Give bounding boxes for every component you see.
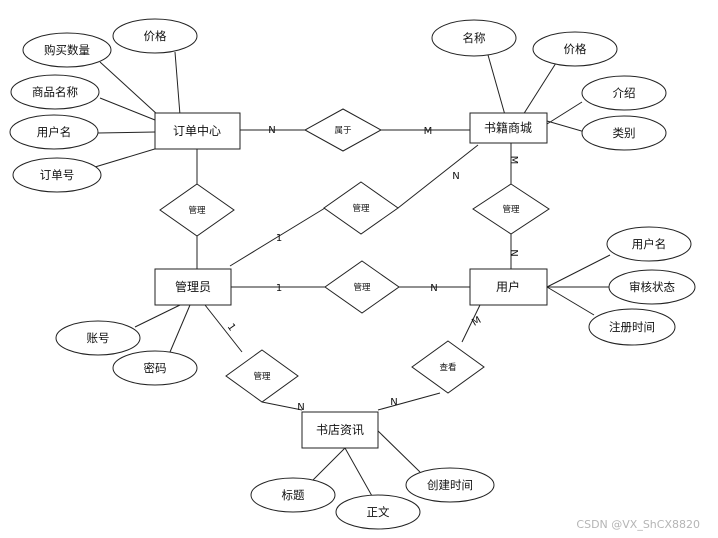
entity-bookstore-news: 书店资讯 bbox=[301, 411, 379, 449]
card-mall-admin: N bbox=[452, 171, 459, 182]
attr-news-body: 正文 bbox=[335, 494, 421, 530]
attr-label: 审核状态 bbox=[629, 280, 675, 294]
relationship-user-views-news: 查看 bbox=[411, 340, 485, 394]
attr-purchase-qty: 购买数量 bbox=[22, 32, 112, 68]
attr-label: 用户名 bbox=[37, 125, 72, 139]
attr-mall-name: 名称 bbox=[431, 19, 517, 57]
card-order-belongs: N bbox=[268, 125, 275, 136]
relationship-admin-manages-order: 管理 bbox=[159, 183, 235, 237]
relationship-label: 管理 bbox=[353, 282, 371, 293]
attr-label: 密码 bbox=[144, 361, 167, 375]
card-mall-user: M bbox=[508, 156, 519, 165]
entity-user: 用户 bbox=[469, 268, 548, 306]
relationship-label: 管理 bbox=[352, 203, 370, 214]
attr-mall-price: 价格 bbox=[532, 31, 618, 67]
attr-label: 创建时间 bbox=[427, 478, 473, 492]
card-news-user: N bbox=[390, 397, 397, 408]
card-user-mall: N bbox=[508, 249, 519, 256]
attr-admin-account: 账号 bbox=[55, 320, 141, 356]
relationship-mall-managed-by-user: 管理 bbox=[472, 183, 550, 235]
card-user-news: M bbox=[470, 315, 483, 329]
entity-book-mall: 书籍商城 bbox=[469, 112, 548, 144]
relationship-label: 管理 bbox=[502, 204, 520, 215]
attr-label: 账号 bbox=[87, 331, 110, 345]
attr-label: 正文 bbox=[367, 505, 390, 519]
attr-label: 用户名 bbox=[632, 237, 667, 251]
relationship-admin-manages-mall: 管理 bbox=[323, 181, 399, 235]
entity-label: 订单中心 bbox=[173, 123, 221, 138]
entity-label: 书籍商城 bbox=[484, 120, 532, 135]
relationship-label: 管理 bbox=[188, 205, 206, 216]
card-admin-mall: 1 bbox=[276, 233, 282, 244]
entity-label: 管理员 bbox=[175, 279, 211, 294]
entity-admin: 管理员 bbox=[154, 268, 232, 306]
relationship-admin-manages-news: 管理 bbox=[225, 349, 299, 403]
attr-user-register-time: 注册时间 bbox=[588, 308, 676, 346]
cardinality-labels: N M N 1 M N 1 N 1 N N M bbox=[225, 125, 519, 413]
card-mall-belongs: M bbox=[424, 126, 433, 137]
relationship-label: 查看 bbox=[439, 362, 456, 373]
attr-mall-intro: 介绍 bbox=[581, 75, 667, 111]
relationship-label: 属于 bbox=[334, 126, 352, 136]
attr-news-created-time: 创建时间 bbox=[405, 467, 495, 503]
attr-label: 介绍 bbox=[613, 86, 636, 100]
attr-label: 注册时间 bbox=[609, 320, 655, 334]
relationship-belongs-to: 属于 bbox=[303, 108, 383, 152]
attr-user-username: 用户名 bbox=[606, 226, 692, 262]
attr-label: 名称 bbox=[463, 31, 486, 45]
attr-label: 价格 bbox=[564, 42, 587, 56]
entity-label: 书店资讯 bbox=[316, 423, 364, 437]
attr-user-review-status: 审核状态 bbox=[608, 269, 696, 305]
attr-label: 类别 bbox=[613, 126, 636, 140]
entity-order-center: 订单中心 bbox=[154, 112, 241, 150]
attr-label: 订单号 bbox=[40, 168, 75, 182]
attr-mall-category: 类别 bbox=[581, 115, 667, 151]
attr-label: 价格 bbox=[144, 29, 167, 43]
relationship-admin-manages-user: 管理 bbox=[324, 260, 400, 314]
attr-order-no: 订单号 bbox=[12, 157, 102, 193]
attr-news-title: 标题 bbox=[250, 477, 336, 513]
relationship-label: 管理 bbox=[253, 371, 271, 382]
watermark: CSDN @VX_ShCX8820 bbox=[576, 518, 700, 531]
attr-label: 标题 bbox=[282, 488, 305, 502]
attr-admin-password: 密码 bbox=[112, 350, 198, 386]
connector-lines bbox=[94, 51, 611, 497]
attr-label: 购买数量 bbox=[44, 43, 90, 57]
card-admin-news: 1 bbox=[225, 322, 238, 334]
attr-order-username: 用户名 bbox=[9, 114, 99, 150]
attr-label: 商品名称 bbox=[32, 85, 78, 99]
attr-order-price: 价格 bbox=[112, 18, 198, 54]
entity-label: 用户 bbox=[496, 279, 520, 294]
attr-product-name: 商品名称 bbox=[10, 74, 100, 110]
card-user-admin: N bbox=[430, 283, 437, 294]
card-admin-user: 1 bbox=[276, 283, 282, 294]
card-news-admin: N bbox=[297, 402, 304, 413]
